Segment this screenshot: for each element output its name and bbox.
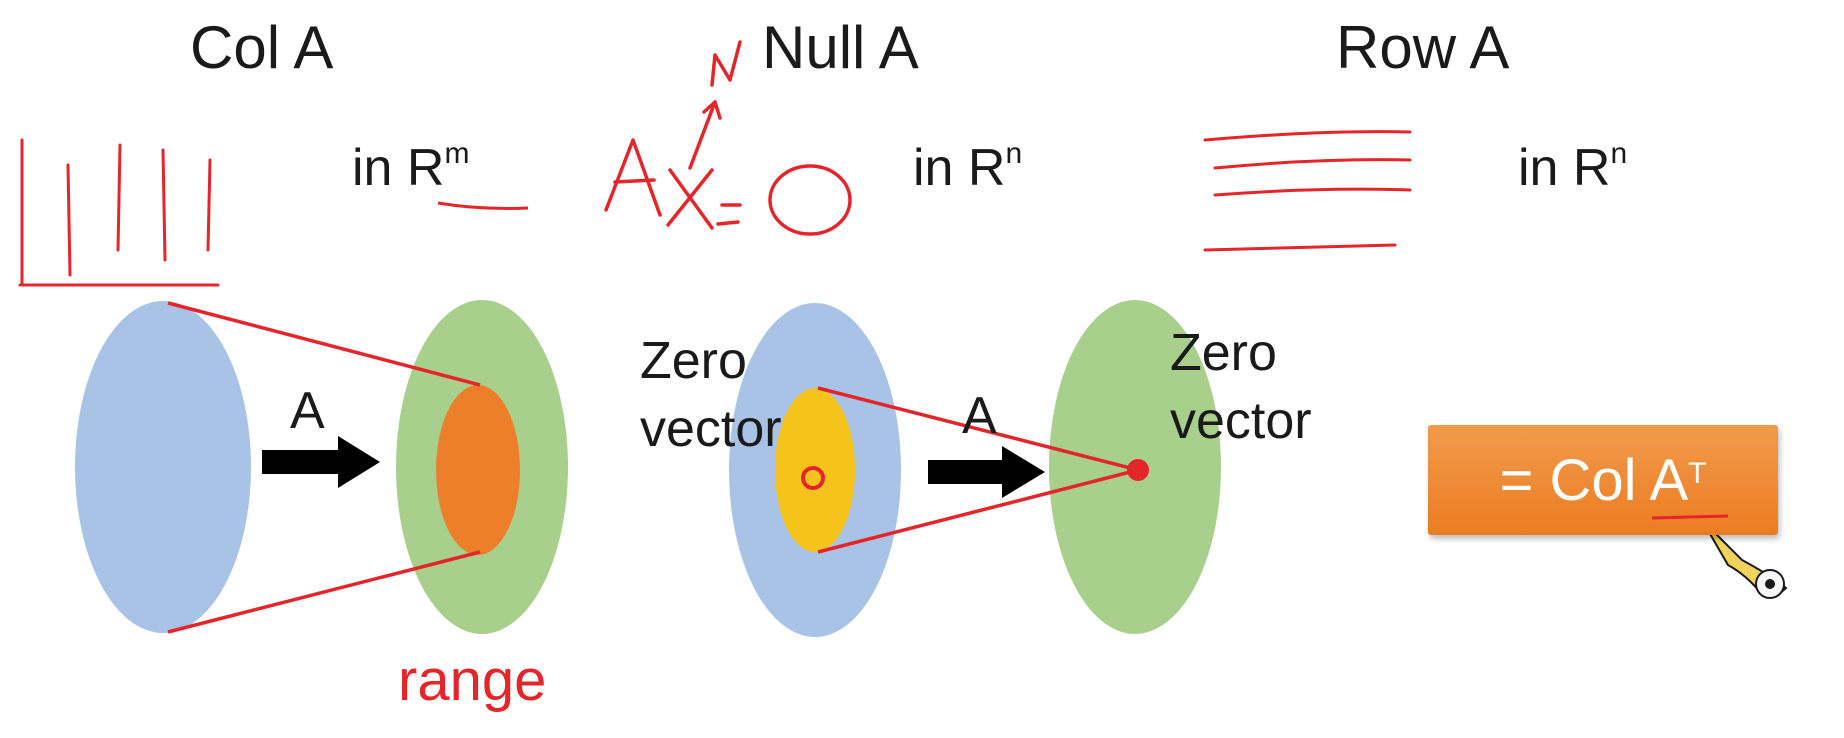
col-a-transpose-underline bbox=[1651, 514, 1729, 520]
row-a-space-label: in Rn bbox=[1518, 136, 1628, 197]
zero-vector-label-codomain: Zero vector bbox=[1170, 324, 1312, 450]
range-label: range bbox=[398, 648, 547, 713]
domain-ellipse-col bbox=[75, 301, 251, 633]
row-a-header: Row A bbox=[1336, 14, 1510, 81]
column-strokes-annotation bbox=[18, 138, 220, 287]
arrow-right-null bbox=[928, 446, 1045, 498]
zero-vector-dot-codomain bbox=[1127, 459, 1149, 481]
col-a-header: Col A bbox=[190, 14, 334, 81]
mapping-line-bottom-col bbox=[167, 550, 481, 634]
null-a-header: Null A bbox=[762, 14, 919, 81]
null-a-space-label: in Rn bbox=[913, 136, 1023, 197]
pencil-cursor-icon bbox=[1701, 519, 1788, 599]
mapping-label-col: A bbox=[290, 382, 325, 440]
range-ellipse bbox=[436, 385, 520, 555]
zero-vector-dot-domain bbox=[801, 466, 825, 490]
mapping-line-top-null bbox=[817, 386, 1139, 472]
mapping-label-null: A bbox=[962, 387, 997, 445]
mapping-line-top-col bbox=[167, 301, 481, 387]
mapping-line-bottom-null bbox=[817, 468, 1139, 554]
col-a-space-label: in Rm bbox=[352, 136, 470, 197]
rm-underline-annotation bbox=[437, 201, 529, 210]
handwritten-ax-equals-zero bbox=[604, 40, 852, 236]
zero-vector-label-domain: Zero vector bbox=[640, 332, 782, 458]
arrow-right-col bbox=[262, 436, 380, 488]
row-strokes-annotation bbox=[1203, 130, 1412, 252]
